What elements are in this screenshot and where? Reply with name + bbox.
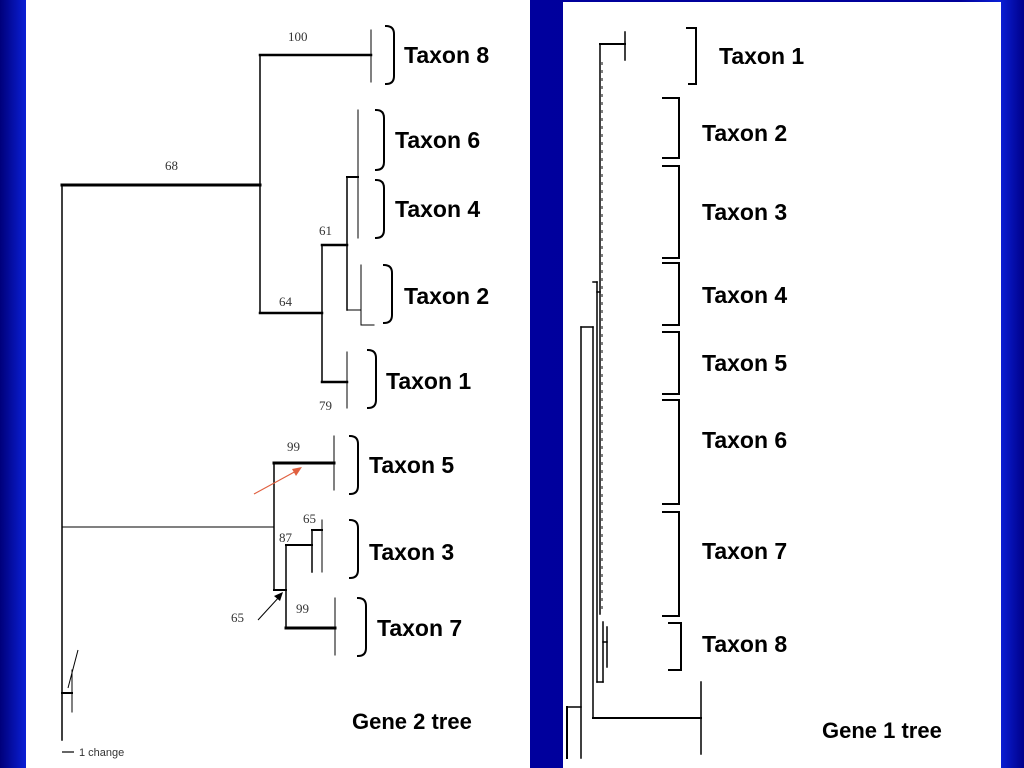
gene1-tree-diagram: Taxon 1 Taxon 2 Taxon 3 Taxon 4 Taxon 5 … bbox=[566, 27, 942, 759]
taxon-label: Taxon 1 bbox=[719, 43, 804, 69]
outgroup-arrow bbox=[67, 649, 79, 689]
bracket-taxon2 bbox=[382, 263, 393, 325]
taxon-label: Taxon 7 bbox=[702, 538, 787, 564]
bootstrap-label: 65 bbox=[231, 610, 244, 625]
taxon-label: Taxon 4 bbox=[702, 282, 787, 308]
bootstrap-label: 65 bbox=[303, 511, 316, 526]
bracket-taxon5 bbox=[348, 434, 359, 496]
taxon-label: Taxon 8 bbox=[702, 631, 787, 657]
taxon-label: Taxon 1 bbox=[386, 368, 471, 394]
tree-caption: Gene 2 tree bbox=[352, 709, 472, 734]
bootstrap-label: 79 bbox=[319, 398, 332, 413]
bootstrap-label: 100 bbox=[288, 29, 308, 44]
gene2-tree-panel: 100 68 61 64 79 99 65 87 99 65 Taxon 8 T… bbox=[26, 0, 530, 768]
bracket-taxon7 bbox=[356, 596, 367, 658]
orange-arrow bbox=[253, 469, 299, 495]
bracket-taxon2 bbox=[662, 97, 680, 159]
gene2-tree-diagram: 100 68 61 64 79 99 65 87 99 65 Taxon 8 T… bbox=[60, 24, 489, 759]
taxon-label: Taxon 4 bbox=[395, 196, 480, 222]
scale-label: 1 change bbox=[79, 747, 124, 759]
taxon-label: Taxon 6 bbox=[395, 127, 480, 153]
bracket-taxon5 bbox=[662, 331, 680, 395]
bracket-taxon1 bbox=[366, 348, 377, 410]
taxon-label: Taxon 7 bbox=[377, 615, 462, 641]
bootstrap-label: 68 bbox=[165, 158, 178, 173]
black-arrow bbox=[257, 595, 281, 621]
bracket-taxon1 bbox=[686, 27, 697, 85]
bootstrap-label: 61 bbox=[319, 223, 332, 238]
bracket-taxon8 bbox=[384, 24, 395, 86]
taxon-label: Taxon 5 bbox=[702, 350, 787, 376]
bracket-taxon3 bbox=[348, 518, 359, 580]
taxon-label: Taxon 3 bbox=[702, 199, 787, 225]
bracket-taxon4 bbox=[374, 178, 385, 240]
taxon-label: Taxon 8 bbox=[404, 42, 489, 68]
bracket-taxon6 bbox=[374, 108, 385, 172]
taxon-label: Taxon 3 bbox=[369, 539, 454, 565]
bracket-taxon6 bbox=[662, 399, 680, 505]
bracket-taxon4 bbox=[662, 262, 680, 326]
taxon-label: Taxon 6 bbox=[702, 427, 787, 453]
bootstrap-label: 99 bbox=[296, 601, 309, 616]
black-arrowhead bbox=[274, 592, 283, 601]
bracket-taxon8 bbox=[668, 622, 682, 671]
bootstrap-label: 87 bbox=[279, 530, 293, 545]
taxon-label: Taxon 2 bbox=[404, 283, 489, 309]
bracket-taxon7 bbox=[662, 511, 680, 617]
bootstrap-label: 99 bbox=[287, 439, 300, 454]
gene1-tree-panel: Taxon 1 Taxon 2 Taxon 3 Taxon 4 Taxon 5 … bbox=[563, 2, 1001, 768]
tree-caption: Gene 1 tree bbox=[822, 718, 942, 743]
bootstrap-label: 64 bbox=[279, 294, 293, 309]
orange-arrowhead bbox=[292, 467, 302, 476]
bracket-taxon3 bbox=[662, 165, 680, 259]
taxon-label: Taxon 2 bbox=[702, 120, 787, 146]
taxon-label: Taxon 5 bbox=[369, 452, 454, 478]
